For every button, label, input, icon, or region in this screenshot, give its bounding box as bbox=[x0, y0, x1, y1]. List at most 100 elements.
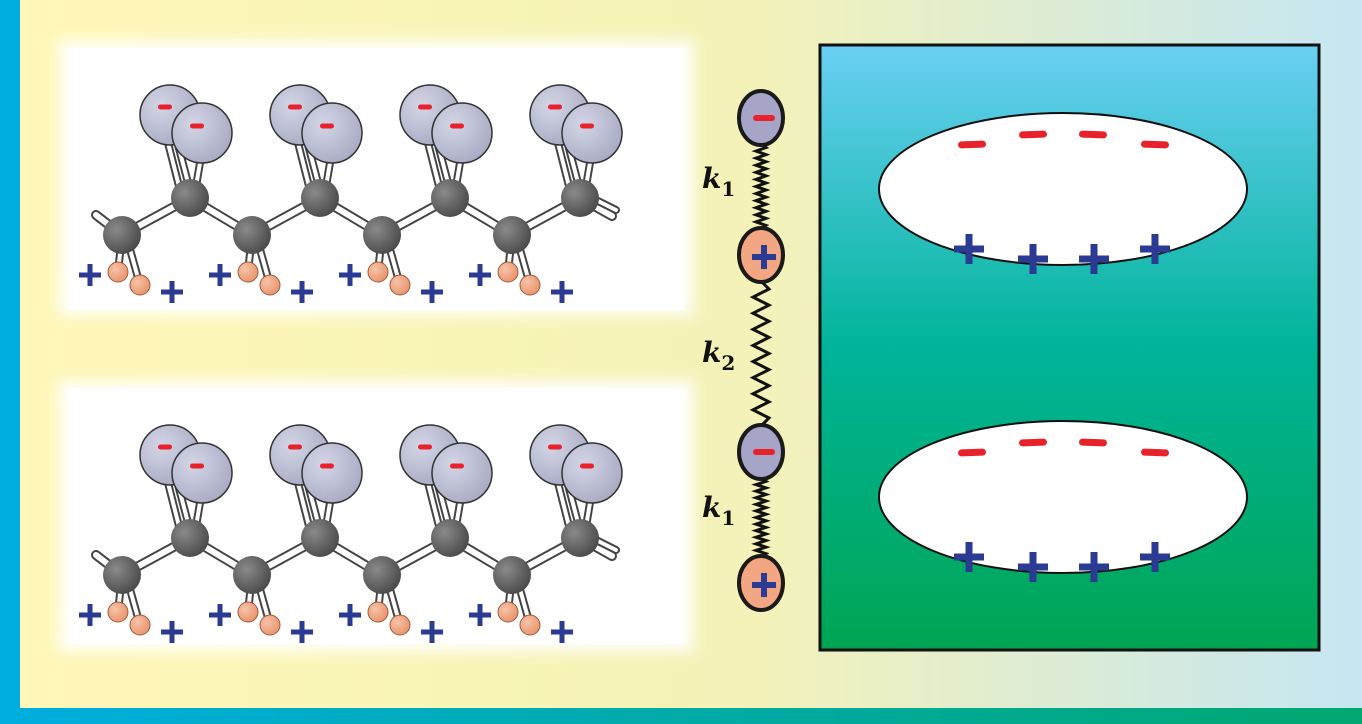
spring-lower: k1 bbox=[702, 476, 771, 559]
repeat-unit bbox=[79, 424, 233, 643]
oxygen-atom bbox=[561, 442, 623, 504]
hydrogen-atom bbox=[129, 614, 151, 636]
repeat-unit bbox=[209, 84, 363, 303]
oxygen-atom bbox=[561, 102, 623, 164]
positive-charge bbox=[551, 621, 573, 643]
oxygen-atom bbox=[171, 102, 233, 164]
positive-charge bbox=[421, 281, 443, 303]
carbon-atom bbox=[301, 519, 339, 557]
hydrogen-atom bbox=[237, 261, 259, 283]
repeat-unit bbox=[79, 84, 233, 303]
repeat-unit bbox=[469, 424, 623, 643]
negative-charge bbox=[548, 444, 562, 450]
negative-charge bbox=[288, 444, 302, 450]
left-border-bar bbox=[0, 0, 20, 724]
positive-charge bbox=[161, 621, 183, 643]
carbon-atom bbox=[363, 216, 401, 254]
hydrogen-atom bbox=[389, 614, 411, 636]
carbon-atom bbox=[301, 179, 339, 217]
upper-polymer-chain bbox=[79, 84, 623, 303]
spring-middle: k2 bbox=[702, 279, 773, 428]
spring-constant-label: k1 bbox=[702, 162, 735, 201]
positive-charge bbox=[79, 264, 101, 286]
negative-charge bbox=[158, 104, 172, 110]
spring-constant-label: k1 bbox=[702, 491, 735, 530]
carbon-atom bbox=[103, 216, 141, 254]
hydrogen-atom bbox=[519, 274, 541, 296]
bead-positive-charge bbox=[752, 245, 776, 269]
positive-charge bbox=[291, 281, 313, 303]
oxygen-atom bbox=[301, 102, 363, 164]
bead-negative-charge bbox=[753, 449, 775, 455]
spring-constant-subscript: 1 bbox=[721, 506, 735, 530]
hydrogen-atom bbox=[107, 601, 129, 623]
dipole-upper bbox=[878, 112, 1248, 274]
negative-charge bbox=[288, 104, 302, 110]
carbon-atom bbox=[561, 179, 599, 217]
bead-1 bbox=[737, 89, 785, 147]
dipole-negative-charge bbox=[1140, 140, 1169, 149]
spring-constant-symbol: k bbox=[702, 491, 721, 524]
spring-constant-subscript: 2 bbox=[721, 351, 735, 375]
hydrogen-atom bbox=[237, 601, 259, 623]
bead-positive-charge bbox=[752, 573, 776, 597]
carbon-atom bbox=[233, 216, 271, 254]
bead-3 bbox=[737, 423, 785, 481]
dipole-positive-charge bbox=[1140, 234, 1170, 264]
oxygen-atom bbox=[431, 442, 493, 504]
positive-charge bbox=[469, 264, 491, 286]
positive-charge bbox=[161, 281, 183, 303]
repeat-unit bbox=[339, 84, 493, 303]
negative-charge bbox=[190, 123, 204, 129]
hydrogen-atom bbox=[259, 274, 281, 296]
carbon-atom bbox=[493, 556, 531, 594]
negative-charge bbox=[418, 444, 432, 450]
negative-charge bbox=[450, 463, 464, 469]
hydrogen-atom bbox=[497, 261, 519, 283]
hydrogen-atom bbox=[497, 601, 519, 623]
positive-charge bbox=[421, 621, 443, 643]
dipole-negative-charge bbox=[1019, 438, 1048, 447]
positive-charge bbox=[291, 621, 313, 643]
hydrogen-atom bbox=[389, 274, 411, 296]
negative-charge bbox=[450, 123, 464, 129]
dipole-positive-charge bbox=[954, 542, 984, 572]
repeat-unit bbox=[339, 424, 493, 643]
spring-constant-label: k2 bbox=[702, 336, 735, 375]
repeat-unit bbox=[469, 84, 623, 303]
carbon-atom bbox=[171, 519, 209, 557]
positive-charge bbox=[79, 604, 101, 626]
hydrogen-atom bbox=[519, 614, 541, 636]
dipole-lower bbox=[878, 420, 1248, 582]
dipole-positive-charge bbox=[1018, 552, 1048, 582]
negative-charge bbox=[190, 463, 204, 469]
dipole-positive-charge bbox=[1079, 244, 1109, 274]
positive-charge bbox=[469, 604, 491, 626]
spring-upper: k1 bbox=[702, 142, 771, 231]
carbon-atom bbox=[561, 519, 599, 557]
spring-constant-symbol: k bbox=[702, 336, 721, 369]
dipole-positive-charge bbox=[1018, 244, 1048, 274]
hydrogen-atom bbox=[129, 274, 151, 296]
negative-charge bbox=[418, 104, 432, 110]
hydrogen-atom bbox=[107, 261, 129, 283]
positive-charge bbox=[339, 604, 361, 626]
bead-4 bbox=[737, 554, 785, 612]
positive-charge bbox=[209, 604, 231, 626]
negative-charge bbox=[580, 123, 594, 129]
dipole-negative-charge bbox=[1078, 438, 1107, 447]
carbon-atom bbox=[103, 556, 141, 594]
dipole-negative-charge bbox=[958, 140, 987, 149]
oxygen-atom bbox=[301, 442, 363, 504]
polymer-chains bbox=[79, 84, 623, 643]
carbon-atom bbox=[233, 556, 271, 594]
dipole-negative-charge bbox=[958, 448, 987, 457]
dipole-negative-charge bbox=[1140, 448, 1169, 457]
negative-charge bbox=[320, 123, 334, 129]
dipole-ellipses bbox=[878, 112, 1248, 582]
positive-charge bbox=[551, 281, 573, 303]
oxygen-atom bbox=[431, 102, 493, 164]
